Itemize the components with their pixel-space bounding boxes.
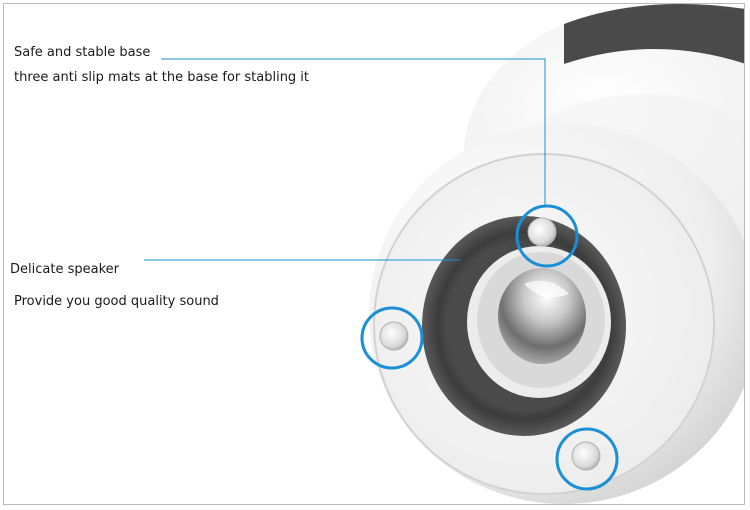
base-feature-description: three anti slip mats at the base for sta… <box>14 70 310 85</box>
anti-slip-mat-marker <box>360 306 424 370</box>
product-feature-panel: Safe and stable base three anti slip mat… <box>3 3 745 505</box>
speaker-feature-title: Delicate speaker <box>10 262 119 277</box>
speaker-product-image <box>144 4 744 504</box>
base-feature-title: Safe and stable base <box>14 45 151 60</box>
speaker-feature-description: Provide you good quality sound <box>14 294 219 309</box>
anti-slip-mat-marker <box>515 204 579 268</box>
anti-slip-mat-marker <box>555 427 619 491</box>
